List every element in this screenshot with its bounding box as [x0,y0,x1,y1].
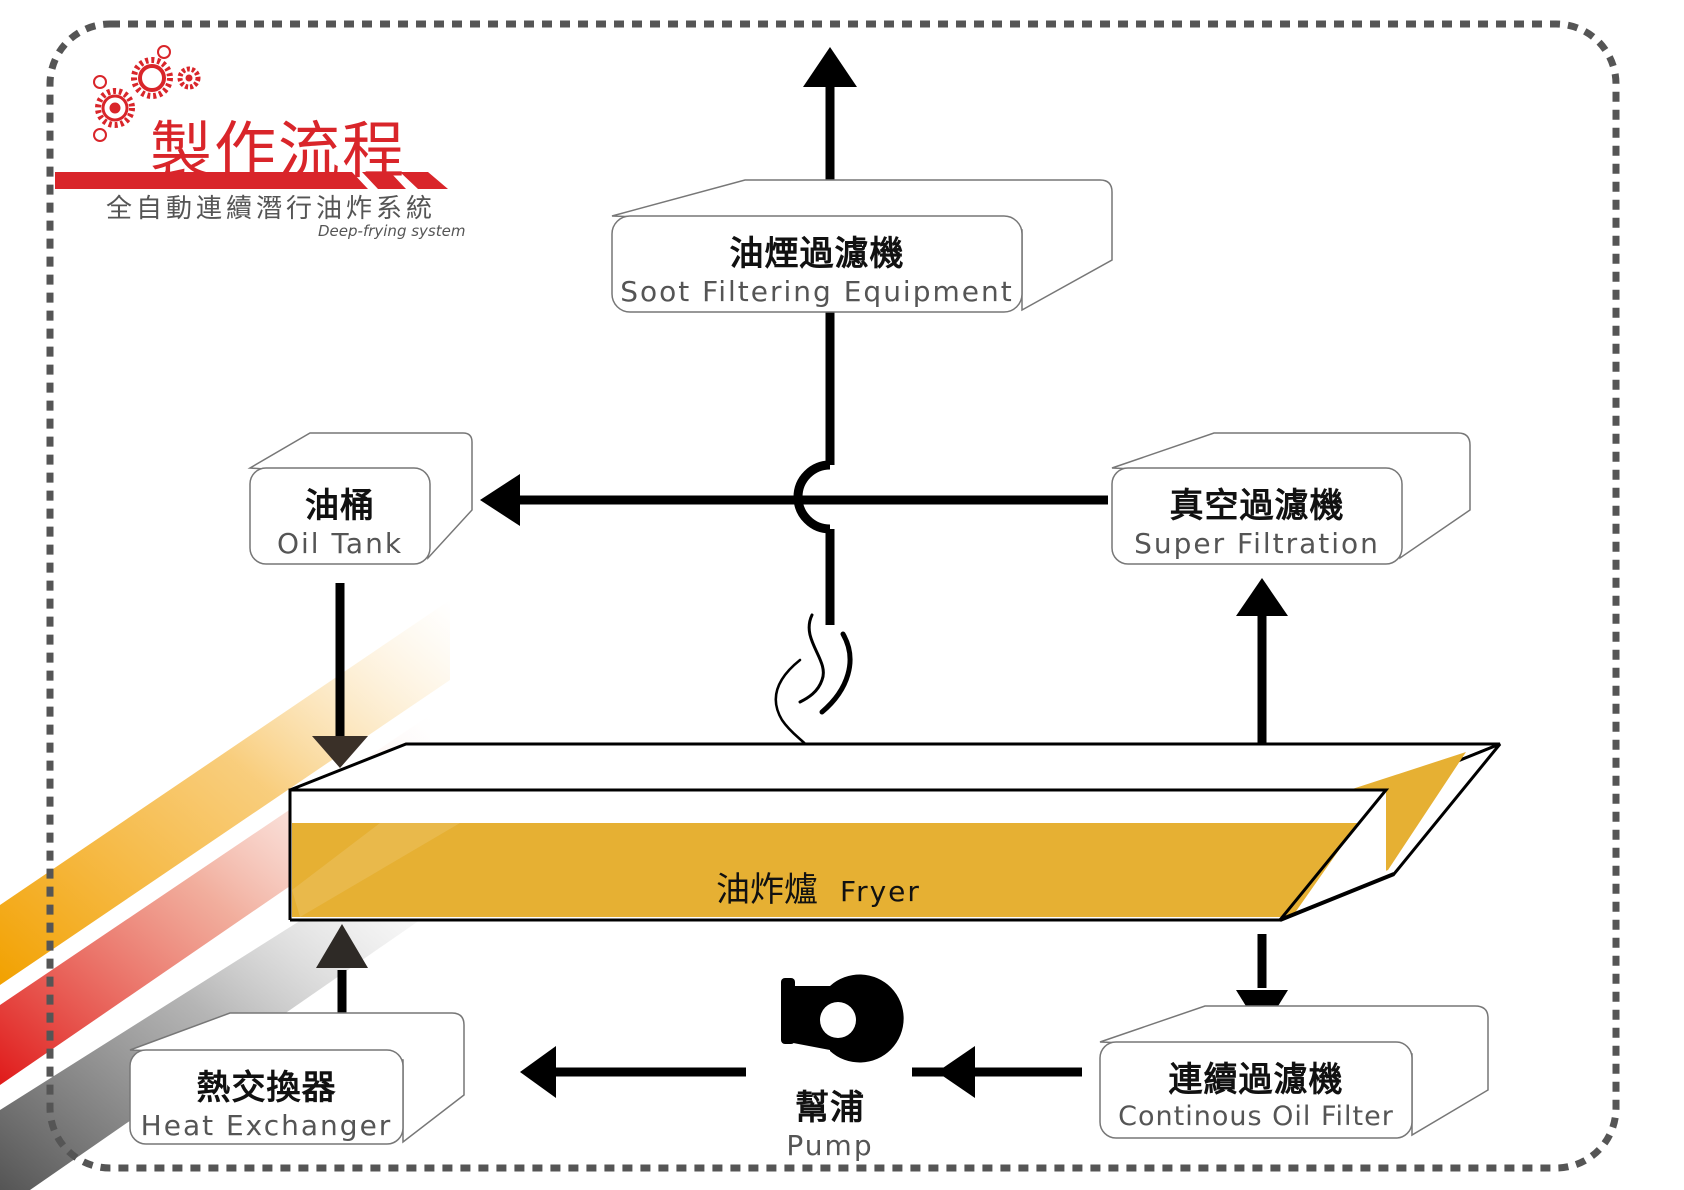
node-fryer: 油炸爐 Fryer [716,862,921,911]
arrow-left-heatex-icon [520,1046,556,1098]
node-oil-tank-zh: 油桶 [305,486,375,526]
node-super-filtration-zh: 真空過濾機 [1169,486,1345,526]
node-heat-exchanger-zh: 熱交換器 [196,1068,337,1108]
box-oil-tank [247,432,473,565]
fryer-top [289,742,1501,792]
box-super-filtration [1111,432,1471,565]
stripe-gray [0,845,420,1190]
node-oil-tank: 油桶 Oil Tank [250,478,430,560]
arrow-left-oiltank-icon [480,474,520,526]
arrow-down-fryer-icon [312,736,368,768]
arrow-left-pump-icon [937,1046,975,1098]
arrow-up-fryer-icon [316,924,368,968]
pump-icon [781,974,904,1063]
page-title: 製作流程 [150,114,407,187]
node-continuous-filter-en: Continous Oil Filter [1118,1101,1394,1132]
node-super-filtration-en: Super Filtration [1134,527,1380,560]
node-pump-zh: 幫浦 [795,1088,865,1128]
node-soot-filter-zh: 油煙過濾機 [729,234,905,274]
flow-lines [335,82,1267,1077]
arrow-up-exhaust-icon [803,47,857,87]
node-heat-exchanger: 熱交換器 Heat Exchanger [130,1060,403,1142]
page-subtitle-en: Deep-frying system [318,222,466,240]
steam-icon [774,613,853,750]
node-soot-filter: 油煙過濾機 Soot Filtering Equipment [612,226,1022,308]
node-heat-exchanger-en: Heat Exchanger [140,1109,393,1142]
gears-icon [93,45,201,142]
node-pump: 幫浦 Pump [755,1080,905,1162]
box-continuous-filter [1099,1005,1489,1139]
node-oil-tank-en: Oil Tank [276,527,404,560]
fryer [288,742,1502,922]
box-heat-exchanger [129,1012,465,1145]
node-continuous-filter-zh: 連續過濾機 [1168,1060,1344,1100]
node-continuous-filter: 連續過濾機 Continous Oil Filter [1100,1052,1412,1132]
node-super-filtration: 真空過濾機 Super Filtration [1112,478,1402,560]
node-pump-en: Pump [786,1129,874,1162]
fryer-oil-front [292,823,1358,917]
node-fryer-zh: 油炸爐 [716,870,818,910]
dashed-frame [46,20,1620,1172]
node-fryer-en: Fryer [840,875,921,908]
node-soot-filter-en: Soot Filtering Equipment [620,275,1014,308]
arrow-up-superfilt-icon [1236,578,1288,616]
title-band [55,172,448,189]
page-subtitle: 全自動連續潛行油炸系統 [106,194,437,224]
box-soot-filter [611,179,1113,313]
